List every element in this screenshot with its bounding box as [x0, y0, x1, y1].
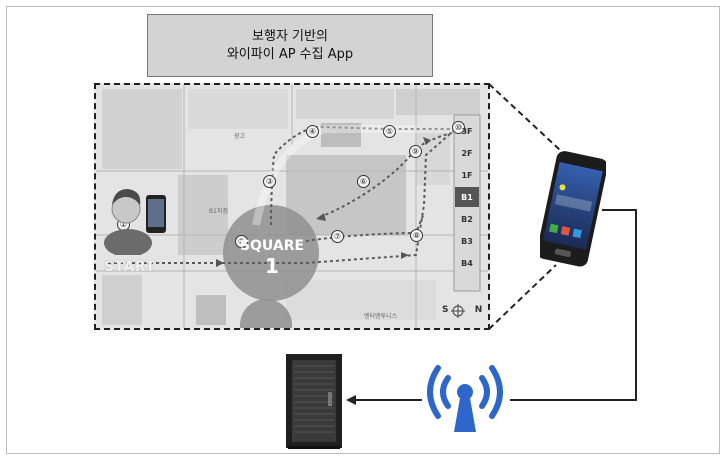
- square-zone-lower: [240, 299, 292, 328]
- area-label-1: 광고: [234, 133, 246, 140]
- waypoint-4: ④: [306, 125, 319, 138]
- square-text: SQUARE: [239, 238, 305, 254]
- server-rack-icon: [286, 354, 342, 449]
- waypoint-9: ⑨: [409, 145, 422, 158]
- floor-2f: 2F: [461, 148, 473, 158]
- floor-b1: B1: [455, 187, 479, 207]
- floor-3f: 3F: [461, 126, 473, 136]
- waypoint-8: ⑧: [410, 229, 423, 242]
- dashed-link-top: [488, 83, 561, 151]
- square-number: 1: [265, 254, 279, 278]
- wifi-ap-icon: [427, 365, 503, 432]
- arrow-head: [346, 395, 356, 405]
- floor-b4: B4: [461, 258, 473, 268]
- phone-to-ap-line: [510, 209, 637, 401]
- compass-n: N: [474, 305, 483, 315]
- start-label: START: [104, 259, 156, 275]
- floor-b2: B2: [461, 214, 473, 224]
- floor-1f: 1F: [461, 170, 473, 180]
- diagram-frame: [6, 6, 720, 454]
- user-with-phone-icon: [104, 189, 166, 255]
- waypoint-2: ②: [235, 235, 248, 248]
- indoor-map: ① ② ③ ④ ⑤ ⑥ ⑦ ⑧ ⑨ ⑩ 광고 B1지점 엔터앤투니스 START…: [94, 83, 490, 330]
- area-label-2: B1지점: [209, 208, 228, 215]
- title-box: 보행자 기반의 와이파이 AP 수집 App: [147, 14, 433, 77]
- compass: S N: [442, 305, 482, 315]
- title-line-1: 보행자 기반의: [252, 28, 328, 44]
- title-line-2: 와이파이 AP 수집 App: [226, 46, 354, 62]
- smartphone-icon: [540, 151, 606, 267]
- dashed-link-bottom: [488, 264, 557, 330]
- waypoint-5: ⑤: [383, 125, 396, 138]
- waypoint-7: ⑦: [331, 230, 344, 243]
- area-label-3: 엔터앤투니스: [364, 313, 398, 320]
- waypoint-3: ③: [263, 175, 276, 188]
- square-label: SQUARE 1: [224, 237, 320, 277]
- compass-s: S: [442, 305, 449, 315]
- floor-b3: B3: [461, 236, 473, 246]
- waypoint-10: ⑩: [452, 121, 465, 134]
- waypoint-6: ⑥: [357, 175, 370, 188]
- square-zone: [223, 205, 319, 301]
